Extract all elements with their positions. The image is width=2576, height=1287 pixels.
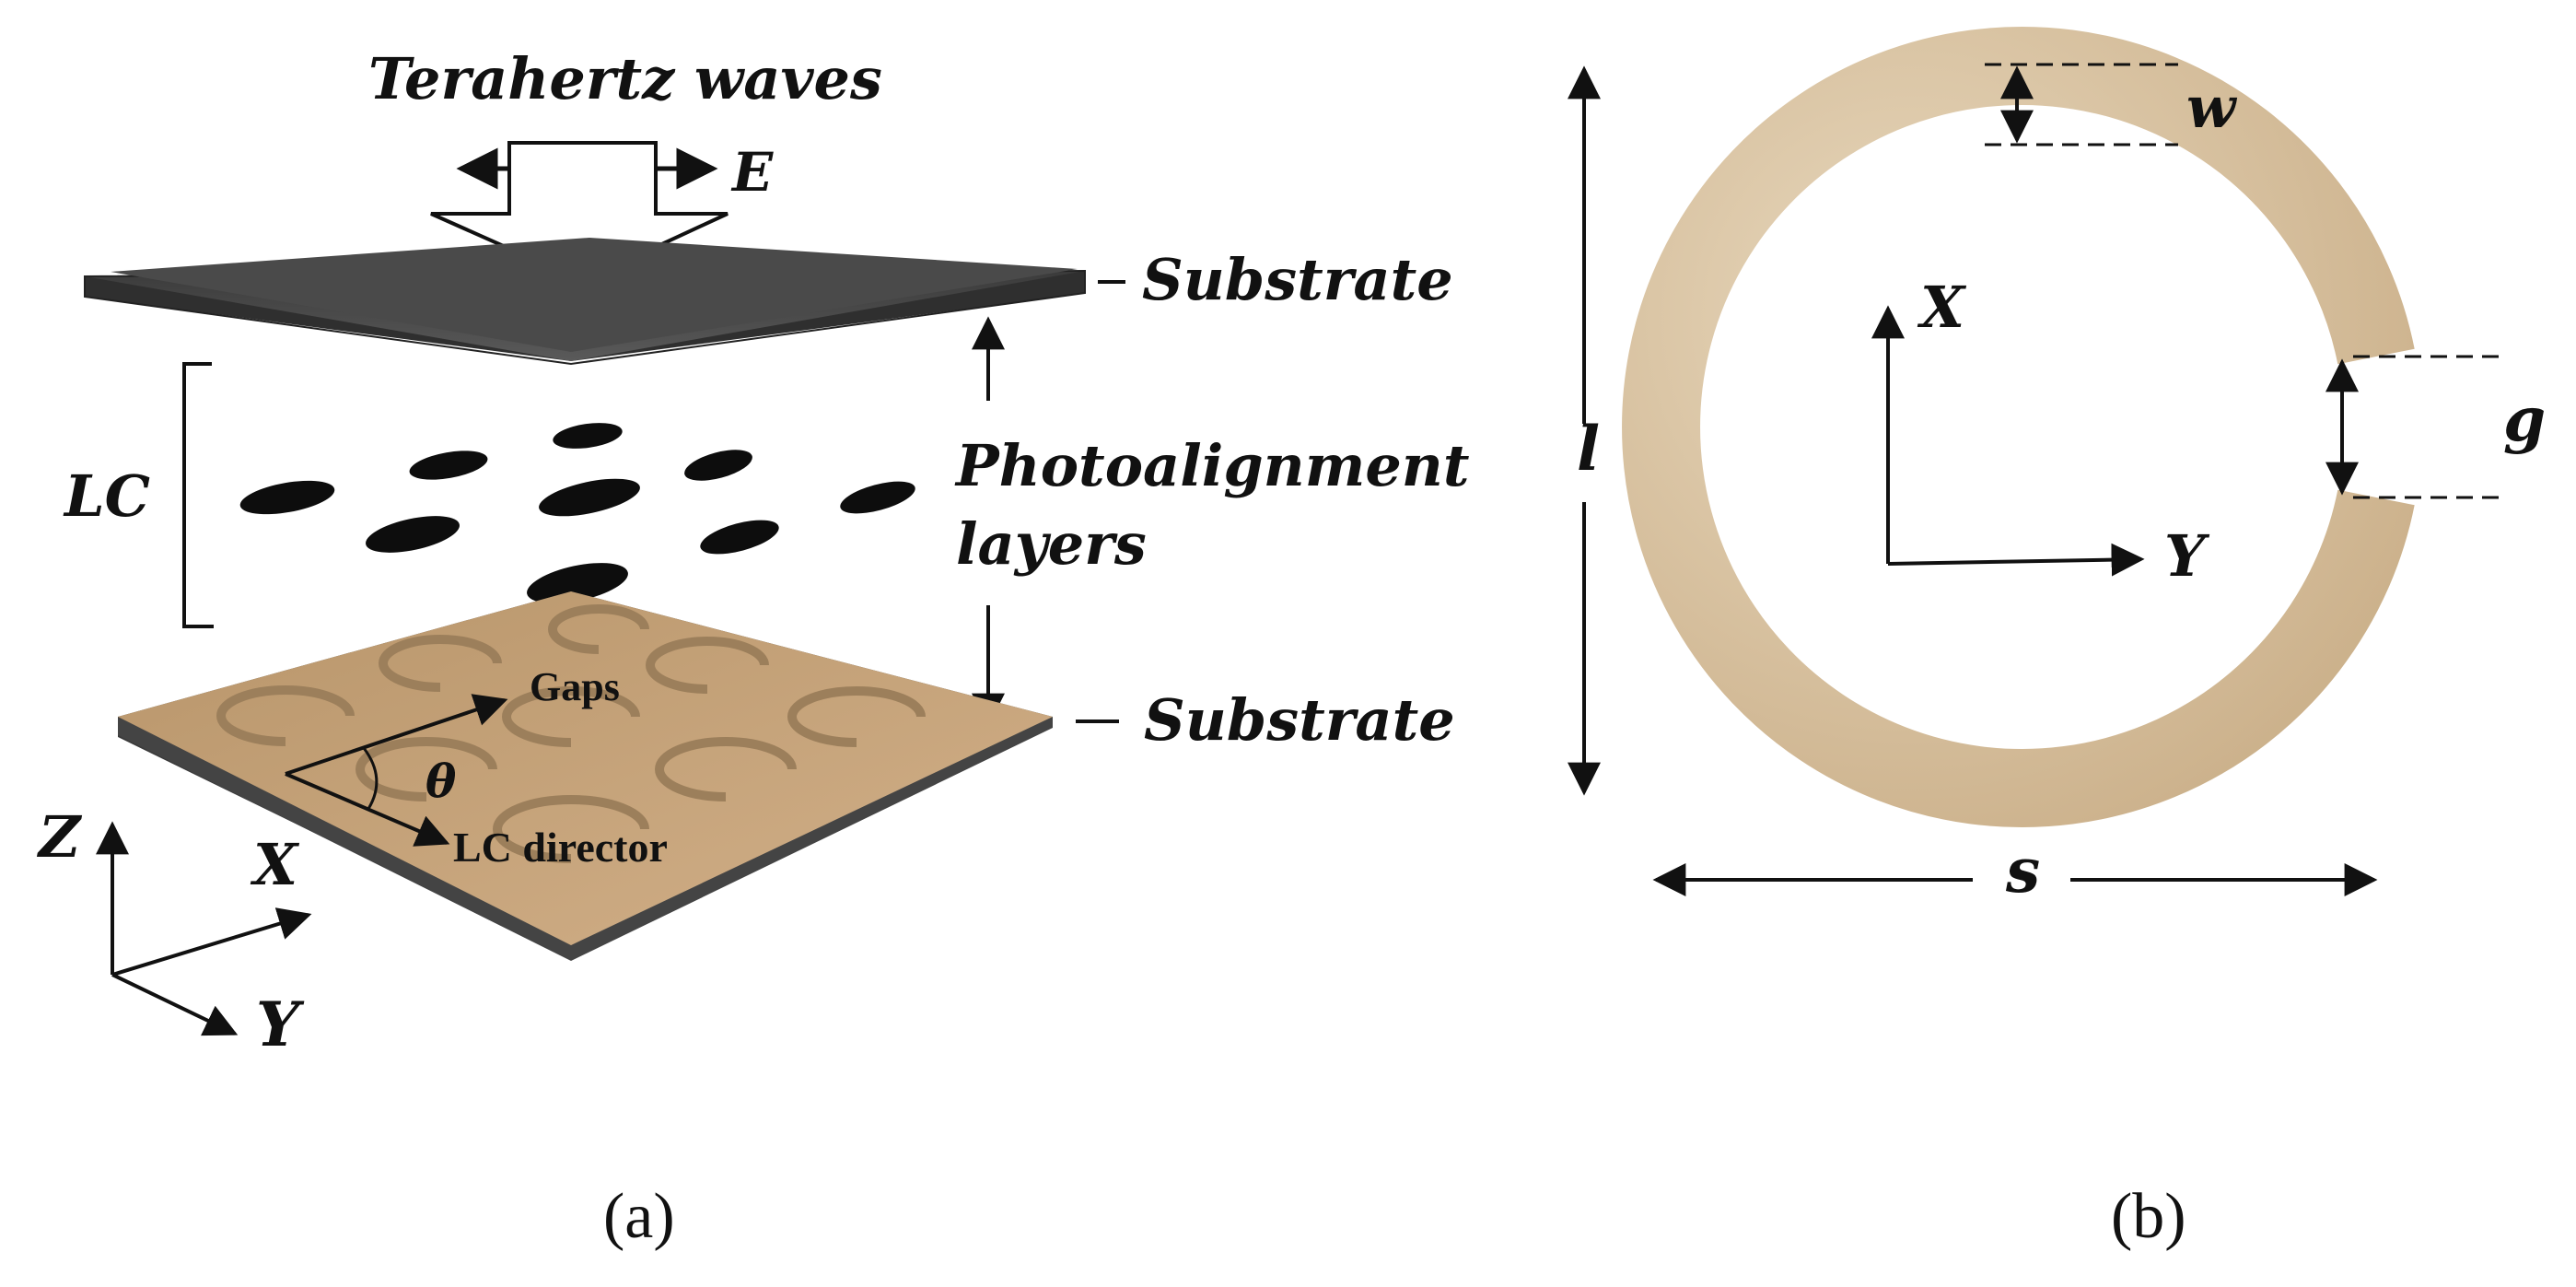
l-label: l xyxy=(1577,413,1600,485)
axis-x-label-b: X xyxy=(1917,274,1967,341)
lc-molecule xyxy=(239,480,335,515)
lc-molecule xyxy=(409,450,488,480)
e-field-label: E xyxy=(730,141,774,204)
split-ring xyxy=(356,737,497,801)
photoalignment-label-line1: Photoalignment xyxy=(954,432,1470,499)
panel-a: Terahertz waves E Substrate LC xyxy=(36,45,1470,1252)
lc-label: LC xyxy=(63,462,150,530)
axis-y-label-a: Y xyxy=(256,989,305,1060)
axis-x-label-a: X xyxy=(250,831,300,898)
split-ring xyxy=(493,795,649,863)
split-ring xyxy=(646,637,769,694)
lc-molecule xyxy=(840,481,915,514)
lc-director-arrow xyxy=(285,772,450,847)
lc-molecule xyxy=(684,450,752,481)
terahertz-waves-label: Terahertz waves xyxy=(368,45,882,112)
lc-molecule xyxy=(553,423,623,449)
top-substrate xyxy=(84,238,1086,366)
split-ring xyxy=(655,737,797,801)
w-label: w xyxy=(2186,74,2238,141)
coordinate-axes-a xyxy=(96,821,312,1036)
split-ring xyxy=(216,685,355,746)
axis-y-label-b: Y xyxy=(2164,522,2210,590)
lc-director-label: LC director xyxy=(453,824,668,871)
gaps-label: Gaps xyxy=(530,664,620,709)
theta-arc xyxy=(362,747,379,810)
top-substrate-label: Substrate xyxy=(1142,246,1453,313)
g-label: g xyxy=(2503,383,2546,455)
caption-a: (a) xyxy=(603,1181,675,1252)
bottom-substrate xyxy=(118,591,1053,961)
caption-b: (b) xyxy=(2111,1181,2186,1252)
lc-molecule xyxy=(366,516,460,553)
coordinate-axes-b xyxy=(1871,305,2145,577)
lc-molecules xyxy=(239,423,915,603)
split-ring xyxy=(502,686,640,747)
lc-molecule xyxy=(527,563,628,603)
theta-label: θ xyxy=(425,754,457,808)
lc-bracket xyxy=(182,362,214,628)
substrate-split-rings xyxy=(216,604,926,863)
photoalignment-label-line2: layers xyxy=(956,510,1147,578)
split-ring xyxy=(787,686,926,747)
split-ring xyxy=(379,635,502,692)
gaps-arrow xyxy=(285,694,508,776)
lc-molecule xyxy=(700,520,779,555)
split-ring xyxy=(548,604,649,654)
panel-b: w g l s X Y (b) xyxy=(1568,27,2546,1252)
bottom-substrate-label: Substrate xyxy=(1144,686,1455,754)
lc-molecule xyxy=(539,478,640,517)
s-label: s xyxy=(2005,835,2040,907)
split-ring-resonator xyxy=(1622,27,2415,827)
axis-z-label: Z xyxy=(36,803,83,871)
